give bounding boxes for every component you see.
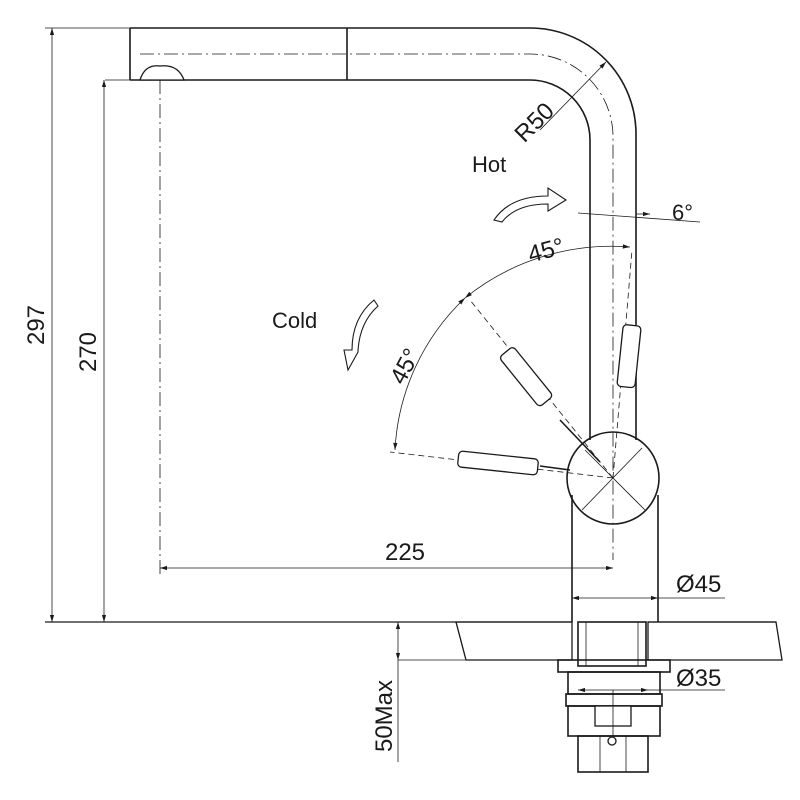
hot-arrow-icon xyxy=(493,186,568,223)
dimension-angle-45-upper: 45° xyxy=(464,233,631,299)
dimension-angle-6: 6° xyxy=(577,200,701,225)
dim-297-label: 297 xyxy=(23,305,50,345)
dim-r50-label: R50 xyxy=(510,98,560,148)
lever-hot xyxy=(612,249,642,479)
aerator xyxy=(139,65,185,81)
cold-arrow-icon xyxy=(343,299,379,372)
hot-indicator: Hot xyxy=(472,152,568,223)
faucet-body xyxy=(566,405,660,622)
dim-225-label: 225 xyxy=(385,539,425,566)
dimension-angle-45-lower: 45° xyxy=(385,297,466,451)
countertop xyxy=(45,621,783,661)
dimension-dia-45: Ø45 xyxy=(572,571,725,601)
angle-45-upper-label: 45° xyxy=(525,233,567,268)
dia-45-label: Ø45 xyxy=(676,571,721,598)
max-50-label: 50Max xyxy=(371,680,398,752)
lever-center xyxy=(469,299,614,479)
hot-label: Hot xyxy=(472,152,506,177)
cold-label: Cold xyxy=(272,308,317,333)
dim-270-label: 270 xyxy=(75,332,102,372)
cold-indicator: Cold xyxy=(272,299,379,372)
dimension-50max: 50Max xyxy=(371,622,560,762)
dimension-dia-35: Ø35 xyxy=(578,665,725,693)
lever-pivot xyxy=(566,431,660,525)
angle-6-label: 6° xyxy=(672,200,693,225)
dimension-297: 297 xyxy=(23,27,130,622)
lever-cold xyxy=(389,450,614,479)
dimension-225: 225 xyxy=(160,539,613,571)
dimension-270: 270 xyxy=(75,80,107,622)
mounting-hardware xyxy=(557,621,671,773)
dia-35-label: Ø35 xyxy=(676,665,721,692)
dimension-r50: R50 xyxy=(510,61,607,148)
angle-45-lower-label: 45° xyxy=(385,344,426,389)
spout xyxy=(105,27,637,575)
